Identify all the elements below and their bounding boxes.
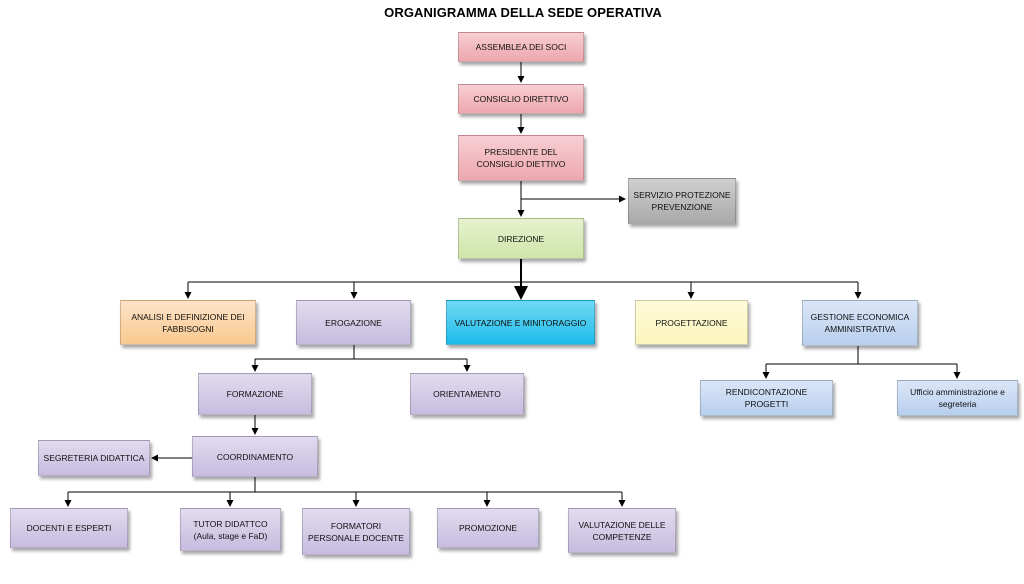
node-label: RENDICONTAZIONE PROGETTI <box>725 387 808 409</box>
node-erogazione: EROGAZIONE <box>296 300 411 345</box>
node-docenti-esperti: DOCENTI E ESPERTI <box>10 508 128 548</box>
node-rendicontazione-progetti: RENDICONTAZIONE PROGETTI <box>700 380 833 416</box>
node-promozione: PROMOZIONE <box>437 508 539 548</box>
node-label: Ufficio amministrazione e segreteria <box>910 387 1005 409</box>
node-tutor-didattico: TUTOR DIDATTCO (Aula, stage e FaD) <box>180 508 281 551</box>
node-ufficio-amministrazione: Ufficio amministrazione e segreteria <box>897 380 1018 416</box>
node-formatori-personale: FORMATORI PERSONALE DOCENTE <box>302 508 410 555</box>
node-presidente: PRESIDENTE DEL CONSIGLIO DIETTIVO <box>458 135 584 181</box>
node-coordinamento: COORDINAMENTO <box>192 436 318 477</box>
node-label: VALUTAZIONE E MINITORAGGIO <box>454 317 587 328</box>
node-label: ANALISI E DEFINIZIONE DEI FABBISOGNI <box>131 311 245 334</box>
node-label: FORMAZIONE <box>226 389 284 399</box>
node-label: DOCENTI E ESPERTI <box>26 523 112 533</box>
node-assemblea-dei-soci: ASSEMBLEA DEI SOCI <box>458 32 584 62</box>
node-analisi-fabbisogni: ANALISI E DEFINIZIONE DEI FABBISOGNI <box>120 300 256 345</box>
node-valutazione-monitoraggio: VALUTAZIONE E MINITORAGGIO <box>446 300 595 345</box>
node-label: CONSIGLIO DIRETTIVO <box>473 94 569 104</box>
node-label: PROGETTAZIONE <box>655 317 728 328</box>
node-label: COORDINAMENTO <box>216 451 294 462</box>
node-valutazione-competenze: VALUTAZIONE DELLE COMPETENZE <box>568 508 676 553</box>
node-label: TUTOR DIDATTCO (Aula, stage e FaD) <box>193 518 268 541</box>
node-label: ASSEMBLEA DEI SOCI <box>475 42 567 52</box>
node-label: EROGAZIONE <box>325 317 382 328</box>
node-progettazione: PROGETTAZIONE <box>635 300 748 345</box>
node-label: SERVIZIO PROTEZIONE PREVENZIONE <box>633 190 731 212</box>
chart-title: ORGANIGRAMMA DELLA SEDE OPERATIVA <box>384 5 662 20</box>
node-gestione-economica: GESTIONE ECONOMICA AMMINISTRATIVA <box>802 300 918 346</box>
node-label: ORIENTAMENTO <box>433 389 501 399</box>
node-label: SEGRETERIA DIDATTICA <box>43 453 145 463</box>
node-label: DIREZIONE <box>497 233 545 244</box>
node-label: PRESIDENTE DEL CONSIGLIO DIETTIVO <box>476 147 566 169</box>
node-label: FORMATORI PERSONALE DOCENTE <box>308 520 404 543</box>
node-direzione: DIREZIONE <box>458 218 584 259</box>
node-formazione: FORMAZIONE <box>198 373 312 415</box>
node-segreteria-didattica: SEGRETERIA DIDATTICA <box>38 440 150 476</box>
node-label: VALUTAZIONE DELLE COMPETENZE <box>578 519 666 542</box>
node-servizio-protezione: SERVIZIO PROTEZIONE PREVENZIONE <box>628 178 736 224</box>
node-orientamento: ORIENTAMENTO <box>410 373 524 415</box>
node-label: PROMOZIONE <box>458 523 518 533</box>
node-label: GESTIONE ECONOMICA AMMINISTRATIVA <box>810 312 910 334</box>
node-consiglio-direttivo: CONSIGLIO DIRETTIVO <box>458 84 584 114</box>
